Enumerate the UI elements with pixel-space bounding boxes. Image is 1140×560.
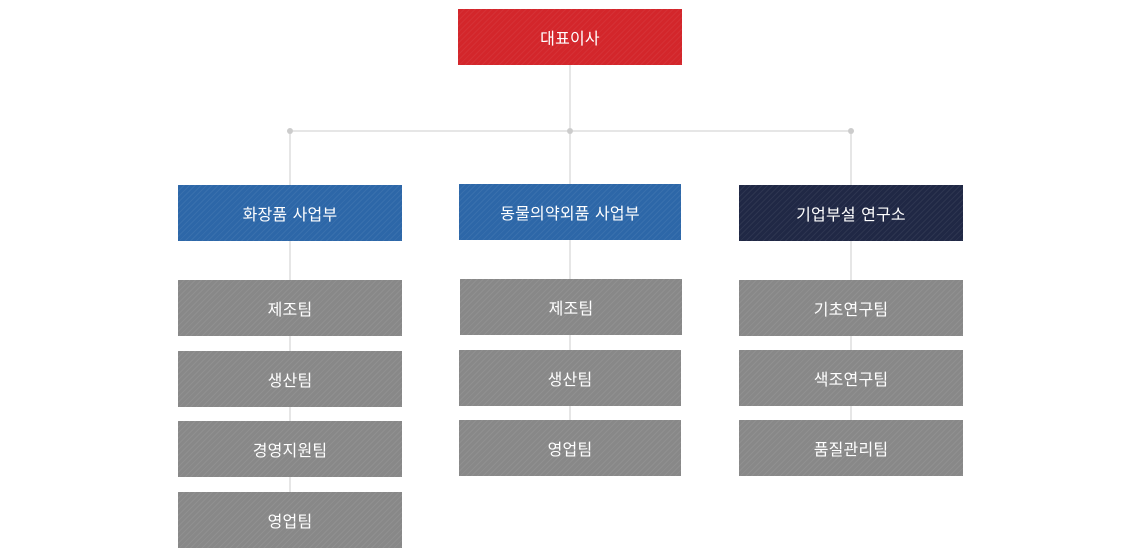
- team-label: 영업팀: [267, 512, 313, 531]
- team-label: 색조연구팀: [813, 370, 889, 389]
- team-box: 품질관리팀: [739, 420, 963, 476]
- ceo-label: 대표이사: [540, 29, 600, 48]
- team-box: 영업팀: [178, 492, 402, 548]
- team-label: 제조팀: [548, 299, 594, 318]
- connector-node-left: [287, 128, 293, 134]
- team-box: 생산팀: [178, 351, 402, 407]
- team-box: 제조팀: [460, 279, 682, 335]
- division-cosmetics: 화장품 사업부: [178, 185, 402, 241]
- team-box: 색조연구팀: [739, 350, 963, 406]
- team-label: 영업팀: [547, 440, 593, 459]
- team-label: 경영지원팀: [252, 441, 328, 460]
- division-label: 동물의약외품 사업부: [500, 204, 640, 223]
- team-label: 생산팀: [547, 370, 593, 389]
- team-label: 품질관리팀: [813, 440, 889, 459]
- team-label: 제조팀: [267, 300, 313, 319]
- division-animal-quasi-drugs: 동물의약외품 사업부: [459, 184, 681, 240]
- connector-node-center: [567, 128, 573, 134]
- connector-node-right: [848, 128, 854, 134]
- team-label: 기초연구팀: [813, 300, 889, 319]
- ceo-box: 대표이사: [458, 9, 682, 65]
- team-box: 영업팀: [459, 420, 681, 476]
- division-label: 기업부설 연구소: [796, 205, 906, 224]
- team-box: 제조팀: [178, 280, 402, 336]
- team-box: 기초연구팀: [739, 280, 963, 336]
- team-box: 경영지원팀: [178, 421, 402, 477]
- division-label: 화장품 사업부: [242, 205, 338, 224]
- team-box: 생산팀: [459, 350, 681, 406]
- division-research-institute: 기업부설 연구소: [739, 185, 963, 241]
- team-label: 생산팀: [267, 371, 313, 390]
